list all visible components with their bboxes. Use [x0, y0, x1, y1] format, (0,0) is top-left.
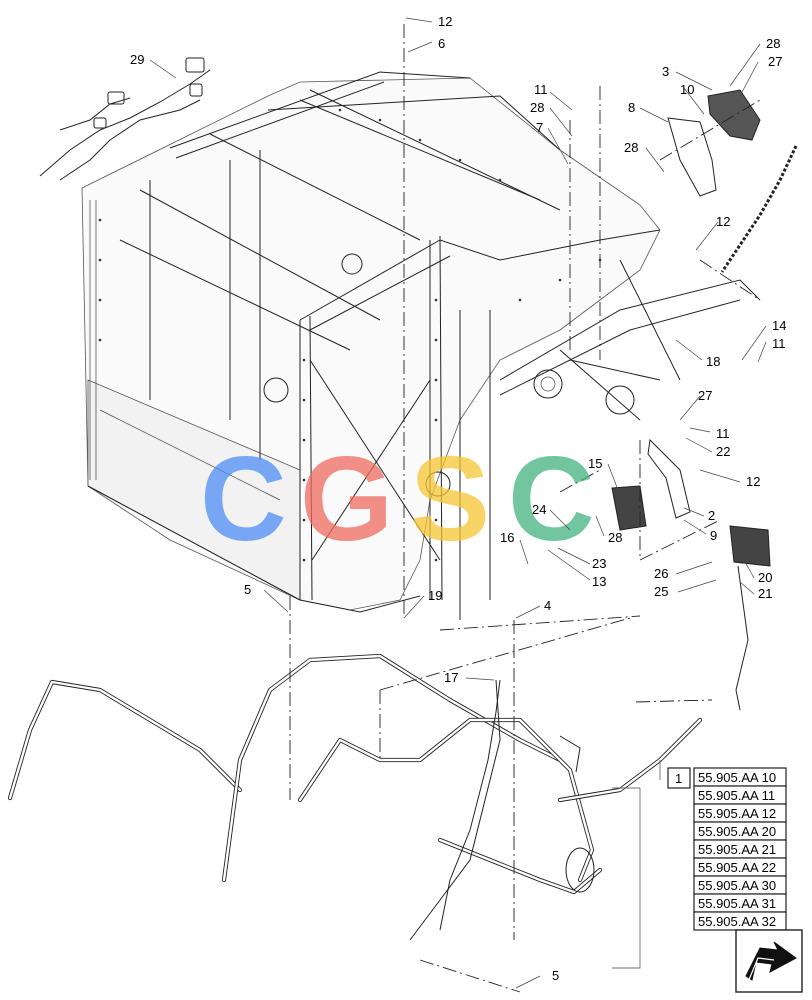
callout-2: 2 — [708, 508, 715, 523]
callout-21: 21 — [758, 586, 772, 601]
leader-lines — [149, 17, 767, 989]
callout-6: 6 — [438, 36, 445, 51]
callout-7: 7 — [536, 120, 543, 135]
baler-frame-assembly — [81, 71, 761, 620]
callout-17: 17 — [444, 670, 458, 685]
callout-28: 28 — [608, 530, 622, 545]
reference-link[interactable]: 55.905.AA 32 — [698, 914, 776, 929]
callout-24: 24 — [532, 502, 546, 517]
bracket-3-assembly — [667, 89, 761, 197]
watermark: C G S C — [200, 432, 595, 566]
callout-29: 29 — [130, 52, 144, 67]
rivet-holes — [98, 108, 602, 562]
callout-5: 5 — [552, 968, 559, 983]
callout-15: 15 — [588, 456, 602, 471]
reference-index-box — [667, 767, 691, 789]
callout-23: 23 — [592, 556, 606, 571]
main-harness — [7, 653, 703, 941]
callout-20: 20 — [758, 570, 772, 585]
callout-10: 10 — [680, 82, 694, 97]
watermark-letter-4: C — [508, 432, 595, 566]
harness-29 — [39, 57, 211, 181]
callout-13: 13 — [592, 574, 606, 589]
reference-link[interactable]: 55.905.AA 30 — [698, 878, 776, 893]
callout-26: 26 — [654, 566, 668, 581]
guide-lines — [289, 24, 761, 993]
callout-12: 12 — [746, 474, 760, 489]
callout-25: 25 — [654, 584, 668, 599]
watermark-letter-2: G — [300, 432, 393, 566]
next-page-arrow-icon[interactable] — [735, 929, 803, 993]
callout-11: 11 — [534, 82, 548, 97]
drive-chain — [720, 145, 798, 273]
callout-3: 3 — [662, 64, 669, 79]
callout-5: 5 — [244, 582, 251, 597]
bracket-9 — [647, 438, 691, 519]
reference-table: 1 55.905.AA 10 55.905.AA 11 55.905.AA 12 55… — [667, 767, 787, 931]
watermark-letter-1: C — [200, 432, 287, 566]
callout-27: 27 — [768, 54, 782, 69]
callout-11: 11 — [716, 426, 730, 441]
callout-22: 22 — [716, 444, 730, 459]
callout-numbers: 29 12 6 28 3 27 10 8 11 28 7 28 12 14 11… — [130, 14, 786, 983]
callout-4: 4 — [544, 598, 551, 613]
reference-link[interactable]: 55.905.AA 11 — [698, 788, 775, 803]
callout-28: 28 — [530, 100, 544, 115]
reference-link[interactable]: 55.905.AA 21 — [698, 842, 776, 857]
reference-link[interactable]: 55.905.AA 31 — [698, 896, 776, 911]
reference-link[interactable]: 55.905.AA 10 — [698, 770, 776, 785]
callout-16: 16 — [500, 530, 514, 545]
callout-11: 11 — [772, 336, 786, 351]
module-15 — [611, 485, 647, 531]
callout-28: 28 — [624, 140, 638, 155]
reference-link[interactable]: 55.905.AA 12 — [698, 806, 776, 821]
callout-12: 12 — [716, 214, 730, 229]
callout-14: 14 — [772, 318, 786, 333]
watermark-letter-3: S — [410, 432, 490, 566]
reference-link[interactable]: 55.905.AA 20 — [698, 824, 776, 839]
callout-27: 27 — [698, 388, 712, 403]
callout-18: 18 — [706, 354, 720, 369]
callout-9: 9 — [710, 528, 717, 543]
callout-19: 19 — [428, 588, 442, 603]
callout-28: 28 — [766, 36, 780, 51]
module-20 — [729, 525, 771, 711]
reference-link[interactable]: 55.905.AA 22 — [698, 860, 776, 875]
callout-12: 12 — [438, 14, 452, 29]
callout-8: 8 — [628, 100, 635, 115]
reference-index: 1 — [675, 771, 682, 786]
